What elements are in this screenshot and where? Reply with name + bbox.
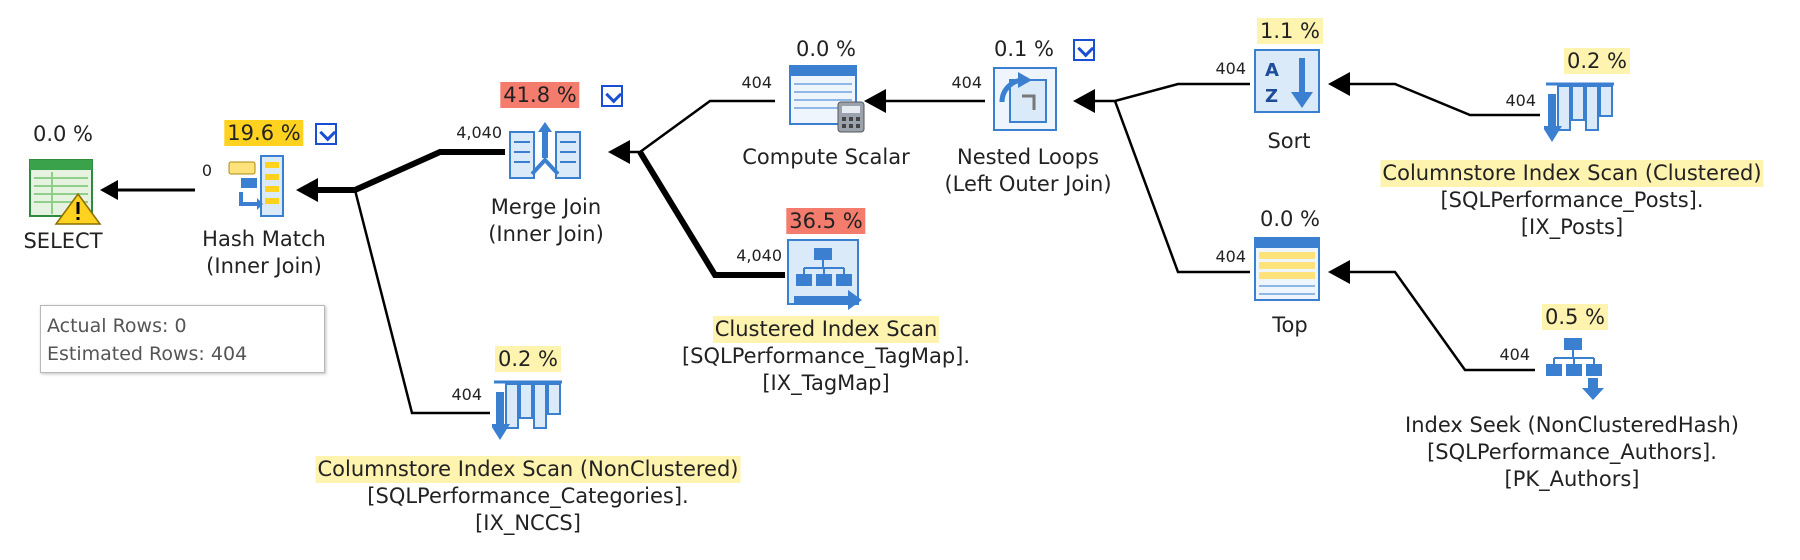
nested-loops-icon <box>993 67 1057 131</box>
node-object: [SQLPerformance_Authors]. <box>1427 440 1717 464</box>
actual-rows-label: Actual Rows: <box>47 315 169 337</box>
node-subtitle: (Inner Join) <box>488 222 604 246</box>
estimated-rows-value: 404 <box>210 343 248 365</box>
node-name: Sort <box>1267 129 1311 153</box>
row-count-tooltip: Actual Rows: 0 Estimated Rows: 404 <box>40 305 325 373</box>
cost-percentage: 0.1 % <box>993 37 1055 61</box>
node-index: [IX_NCCS] <box>475 511 581 535</box>
node-name: SELECT <box>23 229 103 253</box>
node-index: [IX_TagMap] <box>762 371 890 395</box>
index-seek-icon <box>1546 338 1604 400</box>
columnstore-scan-icon <box>1544 82 1614 142</box>
cost-percentage: 41.8 % <box>500 82 580 108</box>
node-subtitle: (Left Outer Join) <box>944 172 1112 196</box>
svg-text:A: A <box>1265 60 1279 81</box>
edge-nested-to-compute <box>864 89 985 113</box>
node-name: Merge Join <box>490 195 602 219</box>
cost-percentage: 36.5 % <box>786 208 866 234</box>
node-name: Index Seek (NonClusteredHash) <box>1405 413 1739 437</box>
node-object: [SQLPerformance_Categories]. <box>367 484 689 508</box>
node-object: [SQLPerformance_Posts]. <box>1440 188 1704 212</box>
edge-categories-to-hash <box>353 189 490 415</box>
node-name: Nested Loops <box>956 145 1100 169</box>
edge-count: 4,040 <box>456 123 502 142</box>
node-name: Clustered Index Scan <box>712 316 940 343</box>
hash-match-icon <box>228 155 284 217</box>
chevron-down-icon[interactable] <box>315 123 337 145</box>
clustered-index-scan-icon <box>787 239 862 310</box>
edge-count: 404 <box>1505 91 1536 110</box>
node-name: Top <box>1272 313 1308 337</box>
edge-sort-to-nested <box>1073 82 1250 113</box>
node-name: Hash Match <box>202 227 326 251</box>
edge-count: 404 <box>1215 247 1246 266</box>
node-index: [IX_Posts] <box>1520 215 1624 239</box>
cost-percentage: 0.2 % <box>494 346 562 372</box>
compute-scalar-icon <box>789 65 865 133</box>
edge-compute-to-merge <box>608 99 775 164</box>
edge-count: 404 <box>1499 345 1530 364</box>
edge-count: 404 <box>1215 59 1246 78</box>
node-name: Columnstore Index Scan (Clustered) <box>1380 160 1764 187</box>
cost-percentage: 19.6 % <box>224 120 304 146</box>
cost-percentage: 0.5 % <box>1541 304 1609 330</box>
edge-count: 404 <box>741 73 772 92</box>
chevron-down-icon[interactable] <box>601 85 623 107</box>
cost-percentage: 0.0 % <box>32 122 94 146</box>
cost-percentage: 0.2 % <box>1563 48 1631 74</box>
node-name: Compute Scalar <box>742 145 910 169</box>
edge-count: 404 <box>951 73 982 92</box>
edge-clustered-to-merge <box>637 150 785 278</box>
columnstore-scan-icon <box>492 380 562 440</box>
top-icon <box>1254 237 1320 301</box>
edge-merge-to-hash <box>296 149 505 202</box>
edge-seek-to-top <box>1328 260 1535 372</box>
select-icon <box>29 159 102 225</box>
edge-count: 4,040 <box>736 246 782 265</box>
cost-percentage: 0.0 % <box>795 37 857 61</box>
edge-count: 404 <box>451 385 482 404</box>
node-index: [PK_Authors] <box>1504 467 1640 491</box>
node-object: [SQLPerformance_TagMap]. <box>681 344 971 368</box>
edge-posts-to-sort <box>1328 72 1540 117</box>
merge-join-icon <box>509 122 581 179</box>
actual-rows-value: 0 <box>174 315 187 337</box>
edge-count: 0 <box>201 161 212 180</box>
cost-percentage: 0.0 % <box>1259 207 1321 231</box>
chevron-down-icon[interactable] <box>1073 39 1095 61</box>
svg-text:Z: Z <box>1265 86 1278 107</box>
node-subtitle: (Inner Join) <box>206 254 322 278</box>
edge-top-to-nested <box>1113 100 1250 274</box>
cost-percentage: 1.1 % <box>1256 18 1324 44</box>
edge-hash-to-select <box>100 180 195 200</box>
estimated-rows-label: Estimated Rows: <box>47 343 205 365</box>
sort-icon: A Z <box>1254 49 1320 113</box>
node-name: Columnstore Index Scan (NonClustered) <box>315 456 741 483</box>
